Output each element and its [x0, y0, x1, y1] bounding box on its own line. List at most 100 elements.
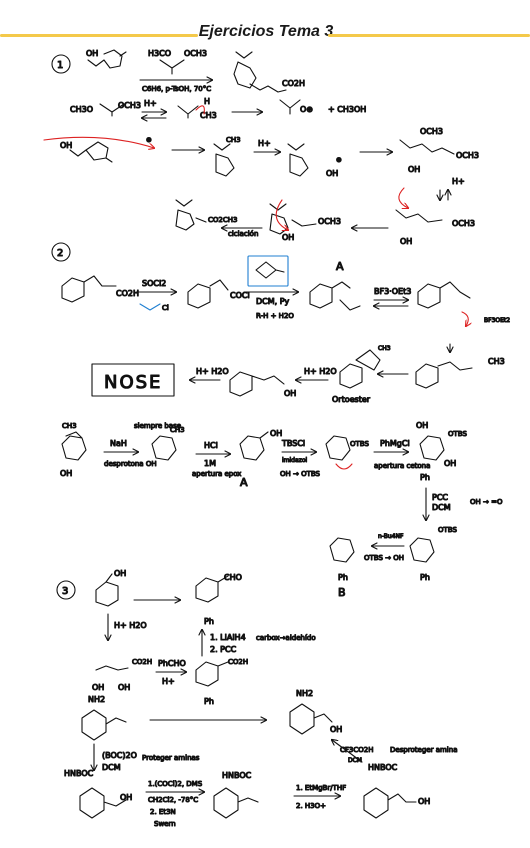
svg-text:CH3: CH3 [200, 111, 217, 120]
svg-text:OTBS: OTBS [350, 440, 369, 448]
svg-text:R-H + H2O: R-H + H2O [256, 312, 294, 320]
svg-text:SOCl2: SOCl2 [142, 279, 166, 288]
nose-box-label: NOSE [104, 372, 162, 393]
svg-text:HNBOC: HNBOC [64, 769, 94, 778]
svg-text:OH: OH [408, 165, 420, 174]
svg-text:Ph: Ph [420, 473, 430, 482]
svg-text:OH: OH [118, 683, 130, 692]
svg-text:Ph: Ph [204, 617, 214, 626]
svg-text:Ortoester: Ortoester [332, 395, 371, 404]
svg-text:OH → OTBS: OH → OTBS [280, 470, 321, 478]
svg-text:Cl: Cl [162, 304, 169, 312]
section-number-circle [51, 54, 71, 74]
svg-text:1M: 1M [204, 459, 216, 468]
svg-text:OH → =O: OH → =O [470, 498, 503, 506]
svg-text:CH3: CH3 [226, 136, 241, 144]
acetonide-product: CO2H [233, 51, 306, 93]
svg-text:H3CO: H3CO [148, 49, 171, 58]
svg-text:2. Et3N: 2. Et3N [150, 808, 176, 816]
svg-text:1. EtMgBr/THF: 1. EtMgBr/THF [296, 784, 346, 792]
svg-text:DCM: DCM [432, 503, 451, 512]
svg-text:OH: OH [282, 233, 294, 242]
svg-text:OH: OH [92, 683, 104, 692]
svg-text:COCl: COCl [230, 291, 250, 300]
svg-text:OTBS: OTBS [448, 430, 467, 438]
svg-text:H+: H+ [452, 177, 465, 186]
svg-text:n-Bu4NF: n-Bu4NF [378, 533, 404, 540]
svg-text:CO2H: CO2H [228, 658, 248, 666]
title-rule-right [328, 34, 530, 37]
svg-text:2. PCC: 2. PCC [210, 645, 237, 654]
svg-text:OTBS: OTBS [438, 526, 457, 534]
svg-text:OH: OH [270, 429, 282, 438]
svg-text:H: H [204, 97, 210, 106]
svg-text:2: 2 [57, 248, 63, 259]
svg-text:OTBS → OH: OTBS → OH [364, 554, 404, 562]
svg-text:2. H3O+: 2. H3O+ [296, 802, 326, 810]
svg-text:OH: OH [284, 389, 296, 398]
svg-text:+ CH3OH: + CH3OH [328, 105, 366, 114]
svg-text:O⊕: O⊕ [300, 105, 313, 114]
svg-text:OCH3: OCH3 [456, 151, 479, 160]
svg-text:CH2Cl2, -78°C: CH2Cl2, -78°C [148, 796, 198, 804]
svg-text:OCH3: OCH3 [184, 49, 207, 58]
svg-text:OH: OH [60, 469, 72, 478]
svg-text:CO2H: CO2H [282, 79, 305, 88]
svg-text:H+: H+ [162, 677, 175, 686]
svg-text:OH: OH [86, 49, 98, 58]
svg-text:DCM: DCM [348, 757, 362, 764]
svg-text:⊕: ⊕ [146, 136, 152, 144]
svg-text:⊕: ⊕ [336, 156, 342, 164]
svg-text:H+ H2O: H+ H2O [114, 621, 147, 630]
svg-text:HNBOC: HNBOC [222, 771, 252, 780]
svg-text:carbox→aldehído: carbox→aldehído [256, 634, 316, 642]
svg-text:CH3O: CH3O [70, 105, 93, 114]
svg-text:CF3CO2H: CF3CO2H [340, 746, 373, 754]
svg-text:OH: OH [326, 169, 338, 178]
svg-text:Ph: Ph [420, 573, 430, 582]
svg-text:CO2H: CO2H [132, 658, 152, 666]
svg-text:OH: OH [114, 569, 126, 578]
svg-text:PCC: PCC [432, 493, 448, 502]
svg-text:imidazol: imidazol [282, 457, 307, 464]
svg-text:Desproteger amina: Desproteger amina [390, 746, 457, 754]
svg-text:DCM, Py: DCM, Py [256, 297, 290, 306]
svg-text:Ph: Ph [338, 573, 348, 582]
svg-text:OH: OH [418, 797, 430, 806]
svg-text:OH: OH [400, 237, 412, 246]
svg-text:HNBOC: HNBOC [368, 763, 398, 772]
svg-text:OH: OH [416, 421, 428, 430]
svg-text:CH3: CH3 [488, 357, 505, 366]
svg-text:BF3OEt2: BF3OEt2 [484, 317, 510, 324]
svg-text:OH: OH [444, 459, 456, 468]
svg-text:PhMgCl: PhMgCl [380, 439, 410, 448]
svg-text:ciclación: ciclación [228, 230, 258, 238]
svg-text:CO2CH3: CO2CH3 [208, 216, 237, 224]
lactone-structure: OH [85, 48, 127, 69]
page-title: Ejercicios Tema 3 [198, 23, 334, 40]
section-number-circle [56, 580, 76, 600]
title-rule-left [0, 34, 198, 37]
title-bar: Ejercicios Tema 3 [0, 23, 530, 46]
svg-text:siempre base: siempre base [134, 422, 181, 430]
svg-text:OCH3: OCH3 [318, 217, 341, 226]
svg-text:CHO: CHO [224, 573, 242, 582]
svg-text:(BOC)2O: (BOC)2O [102, 751, 137, 760]
svg-text:OH: OH [120, 793, 132, 802]
svg-text:H+ H2O: H+ H2O [304, 367, 337, 376]
svg-text:apertura cetona: apertura cetona [374, 462, 430, 470]
svg-text:desprotona OH: desprotona OH [104, 460, 157, 468]
svg-text:BF3·OEt3: BF3·OEt3 [374, 287, 411, 296]
svg-text:CH3: CH3 [378, 345, 391, 352]
svg-text:NaH: NaH [110, 439, 127, 448]
svg-text:OCH3: OCH3 [420, 127, 443, 136]
svg-text:DCM: DCM [102, 763, 121, 772]
svg-text:CO2H: CO2H [116, 289, 139, 298]
svg-text:CH3: CH3 [170, 426, 185, 434]
svg-text:1. LiAlH4: 1. LiAlH4 [210, 633, 246, 642]
svg-text:CH3: CH3 [62, 422, 77, 430]
svg-text:A: A [240, 476, 248, 489]
svg-text:OH: OH [330, 725, 342, 734]
